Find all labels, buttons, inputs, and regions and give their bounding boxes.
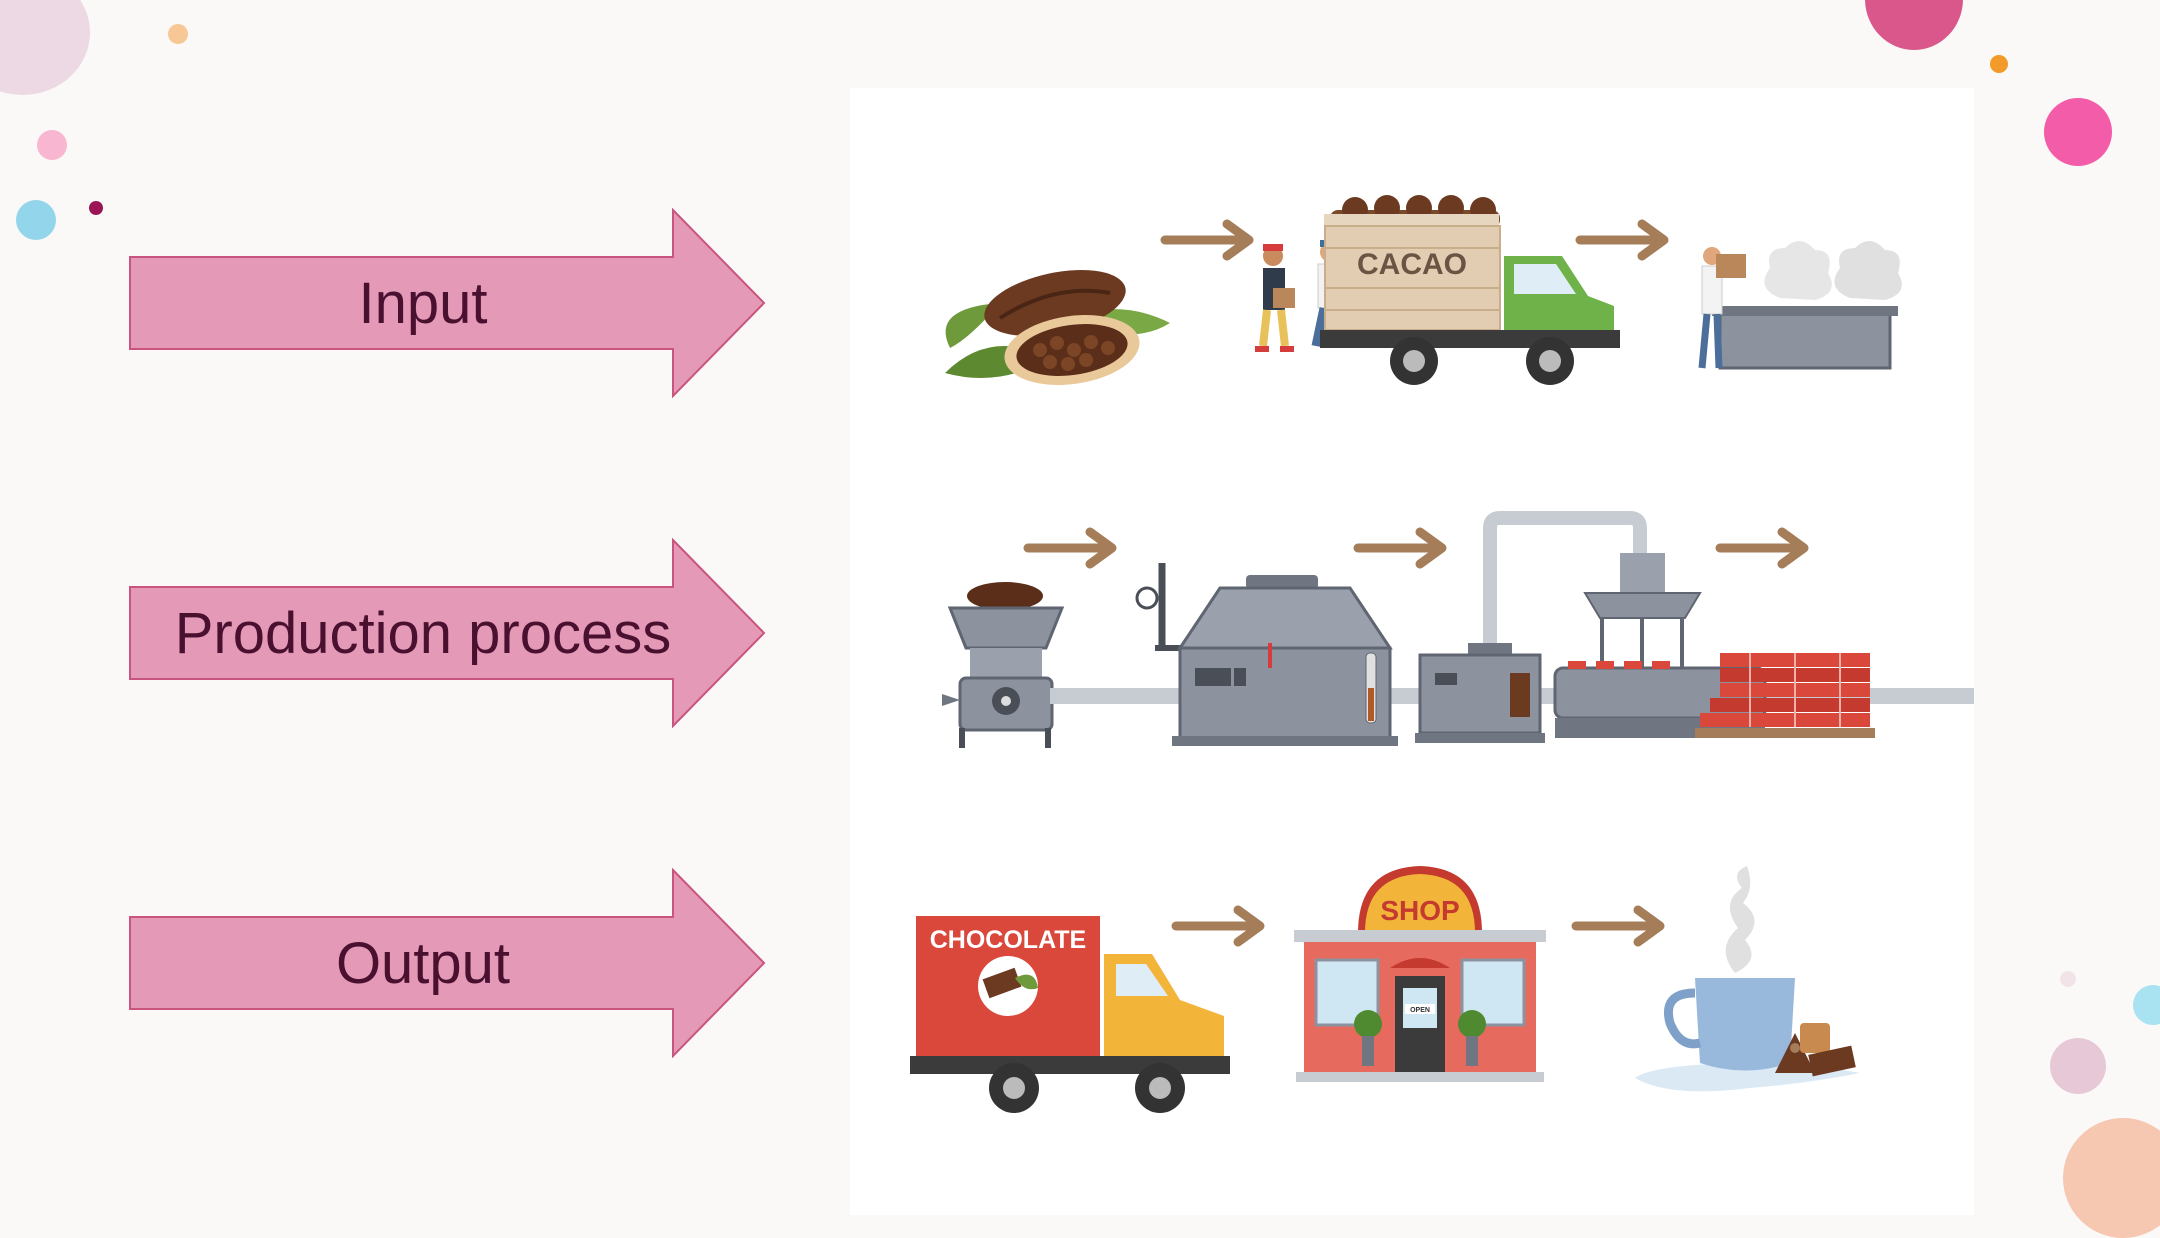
decor-dot xyxy=(37,130,67,160)
arrow-shape xyxy=(129,538,766,728)
decor-dot xyxy=(16,200,56,240)
flow-arrow-icon xyxy=(1028,532,1112,564)
arrow-label-input: Input xyxy=(358,270,488,336)
decor-dot xyxy=(2050,1038,2106,1094)
bean-grinder-icon xyxy=(942,582,1065,748)
flow-arrow-icon xyxy=(1576,910,1660,942)
decor-dot xyxy=(0,0,90,95)
processing-tub-icon xyxy=(1698,240,1902,370)
decor-dot xyxy=(2063,1118,2160,1238)
decor-dot xyxy=(89,201,103,215)
cacao-pod-icon xyxy=(945,270,1170,385)
delivery-truck-sign-label: CHOCOLATE xyxy=(930,926,1086,954)
arrow-label-production-process: Production process xyxy=(174,600,672,666)
chocolate-shop-icon: SHOP OPEN xyxy=(1294,866,1546,1082)
arrow-output: Output xyxy=(128,868,768,1058)
flow-arrow-icon xyxy=(1176,910,1260,942)
conche-machine-icon xyxy=(1135,563,1398,746)
truck-sign-label: CACAO xyxy=(1357,248,1467,281)
hot-chocolate-cup-icon xyxy=(1635,866,1860,1092)
flow-arrow-icon xyxy=(1358,532,1442,564)
arrow-input: Input xyxy=(128,208,768,398)
chocolate-supply-chain-illustration: CACAO xyxy=(850,88,1974,1215)
chocolate-delivery-truck-icon: CHOCOLATE xyxy=(910,916,1230,1113)
decor-dot xyxy=(168,24,188,44)
chocolate-boxes-icon xyxy=(1695,653,1875,738)
flow-arrow-icon xyxy=(1165,224,1249,256)
flow-arrow-icon xyxy=(1720,532,1804,564)
cacao-truck-icon: CACAO xyxy=(1320,195,1620,385)
decor-dot xyxy=(2044,98,2112,166)
arrow-shape xyxy=(129,868,766,1058)
flow-arrow-icon xyxy=(1580,224,1664,256)
arrow-shape xyxy=(129,208,766,398)
arrow-production-process: Production process xyxy=(128,538,768,728)
arrow-label-output: Output xyxy=(335,930,511,996)
tempering-machine-icon xyxy=(1415,511,1647,743)
decor-dot xyxy=(2060,971,2076,987)
shop-sign-label: SHOP xyxy=(1380,895,1459,926)
decor-dot xyxy=(1990,55,2008,73)
decor-dot xyxy=(1865,0,1963,50)
door-sign-label: OPEN xyxy=(1410,1007,1430,1014)
decor-dot xyxy=(2133,985,2160,1025)
